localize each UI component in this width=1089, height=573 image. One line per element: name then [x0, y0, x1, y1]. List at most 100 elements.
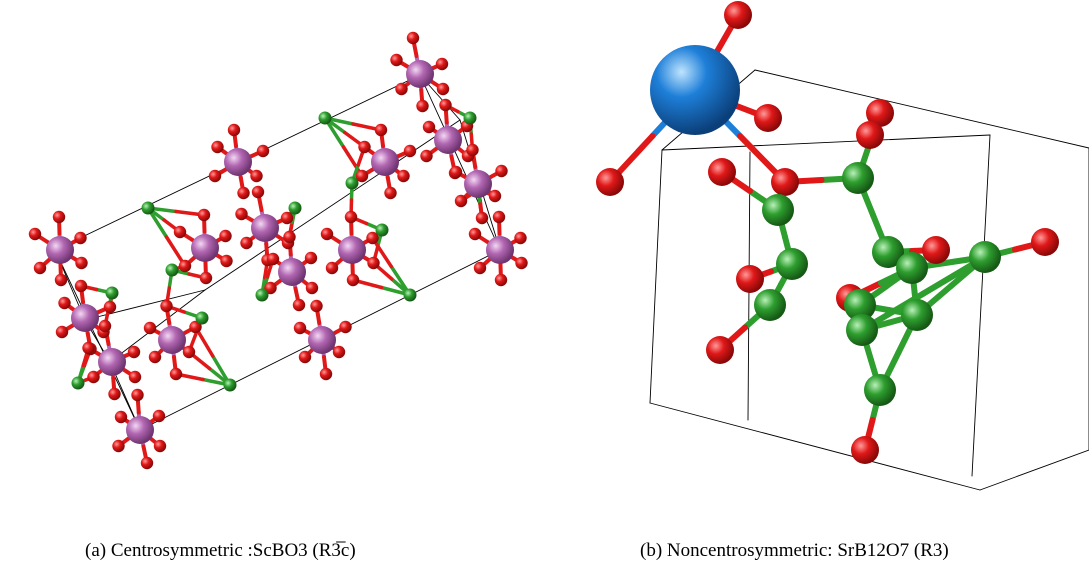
oxygen-atom [178, 259, 192, 273]
oxygen-atom [736, 265, 764, 293]
oxygen-atom [390, 53, 403, 67]
cell-edge [649, 402, 981, 491]
boron-atom [776, 248, 808, 280]
oxygen-atom [264, 281, 277, 295]
oxygen-atom [87, 370, 100, 384]
boron-atom [969, 241, 1001, 273]
oxygen-atom [173, 225, 187, 239]
scandium-atom [158, 326, 186, 354]
oxygen-atom [416, 99, 429, 113]
boron-atom [844, 289, 876, 321]
scandium-atom [46, 236, 74, 264]
boron-atom [375, 223, 389, 237]
oxygen-atom [406, 31, 420, 45]
oxygen-atom [319, 367, 333, 381]
oxygen-atom [305, 281, 319, 295]
oxygen-atom [98, 319, 112, 333]
scandium-atom [278, 258, 306, 286]
oxygen-atom [468, 227, 482, 241]
cell-edge [754, 69, 1089, 149]
cell-edge [419, 74, 501, 251]
scandium-atom [98, 348, 126, 376]
scandium-atom [434, 126, 462, 154]
cell-edge [54, 249, 141, 431]
scandium-atom [308, 326, 336, 354]
oxygen-atom [492, 210, 506, 224]
caption-b: (b) Noncentrosymmetric: SrB12O7 (R3) [640, 540, 949, 561]
oxygen-atom [127, 345, 141, 359]
boron-atom [165, 263, 179, 277]
oxygen-atom [235, 207, 248, 221]
cell-edge [649, 149, 663, 404]
oxygen-atom [280, 211, 294, 225]
oxygen-atom [435, 57, 449, 71]
oxygen-atom [52, 210, 66, 224]
boron-atom [463, 111, 477, 125]
scbo3-structure-panel [0, 0, 560, 500]
oxygen-atom [74, 279, 88, 293]
oxygen-atom [292, 298, 306, 312]
oxygen-atom [355, 169, 369, 183]
oxygen-atom [298, 350, 312, 364]
oxygen-atom [346, 273, 360, 287]
oxygen-atom [403, 144, 417, 158]
oxygen-atom [114, 410, 128, 424]
oxygen-atom [422, 120, 436, 134]
oxygen-atom [208, 169, 222, 183]
oxygen-atom [310, 299, 323, 313]
atoms [28, 31, 528, 470]
oxygen-atom [332, 345, 346, 359]
oxygen-atom [515, 256, 528, 270]
oxygen-atom [197, 208, 211, 222]
scbo3-crystal-structure [28, 31, 528, 470]
oxygen-atom [251, 185, 265, 199]
oxygen-atom [488, 189, 502, 203]
oxygen-atom [28, 227, 42, 241]
oxygen-atom [449, 165, 463, 179]
boron-atom [864, 374, 896, 406]
oxygen-atom [495, 164, 508, 178]
oxygen-atom [250, 169, 263, 183]
oxygen-atom [494, 273, 508, 287]
oxygen-atom [367, 256, 380, 270]
oxygen-atom [143, 321, 157, 335]
cell-edge [661, 134, 991, 151]
atoms [596, 1, 1059, 464]
boron-atom [762, 194, 794, 226]
oxygen-atom [82, 341, 95, 355]
scandium-atom [371, 148, 399, 176]
oxygen-atom [182, 345, 196, 359]
cell-edge [204, 119, 461, 291]
oxygen-atom [851, 436, 879, 464]
oxygen-atom [152, 409, 166, 423]
oxygen-atom [219, 229, 232, 243]
oxygen-atom [58, 296, 71, 310]
oxygen-atom [397, 169, 410, 183]
oxygen-atom [436, 82, 450, 96]
boron-atom [901, 299, 933, 331]
oxygen-atom [74, 231, 87, 245]
oxygen-atom [724, 1, 752, 29]
boron-atom [345, 176, 359, 190]
oxygen-atom [237, 186, 250, 200]
oxygen-atom [128, 370, 142, 384]
oxygen-atom [283, 230, 296, 244]
boron-atom [872, 236, 904, 268]
oxygen-atom [240, 236, 253, 250]
boron-atom [846, 314, 878, 346]
oxygen-atom [140, 456, 154, 470]
scandium-atom [224, 148, 252, 176]
oxygen-atom [922, 236, 950, 264]
cell-edge [971, 134, 991, 477]
boron-atom [288, 201, 302, 215]
scandium-atom [486, 236, 514, 264]
oxygen-atom [33, 261, 47, 275]
scandium-atom [406, 60, 434, 88]
oxygen-atom [454, 194, 468, 208]
oxygen-atom [771, 168, 799, 196]
scandium-atom [338, 236, 366, 264]
boron-atom [105, 286, 119, 300]
boron-atom [318, 111, 332, 125]
scandium-atom [251, 214, 279, 242]
